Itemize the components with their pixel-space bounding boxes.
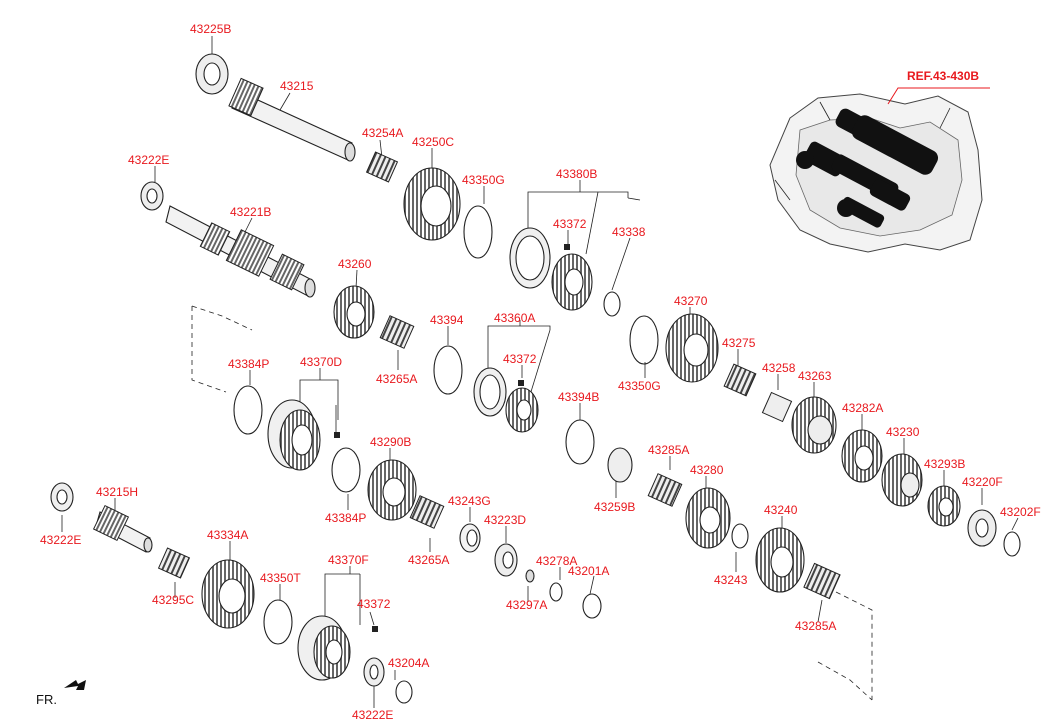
main-input-shaft — [228, 77, 356, 162]
gear-43230 — [881, 453, 923, 507]
part-label: 43202F — [1000, 505, 1041, 519]
front-direction-arrow-icon — [64, 680, 86, 690]
leader-lines — [61, 36, 1019, 708]
gear-43293b — [927, 485, 961, 527]
transmission-housing-reference — [769, 87, 990, 253]
part-label: 43270 — [674, 294, 708, 308]
part-label: 43384P — [325, 511, 366, 525]
part-label: 43285A — [795, 619, 836, 633]
part-label: 43290B — [370, 435, 411, 449]
thrust-washer-43259b — [607, 447, 633, 483]
part-label: 43293B — [924, 457, 965, 471]
part-label: 43215 — [280, 79, 314, 93]
part-label: 43372 — [357, 597, 391, 611]
key-pieces-43372 — [334, 244, 570, 632]
gear-43280 — [685, 487, 731, 549]
rings — [233, 205, 1021, 704]
part-label: 43282A — [842, 401, 883, 415]
part-label: 43380B — [556, 167, 597, 181]
part-label: 43394B — [558, 390, 599, 404]
bearing-43220f — [967, 509, 997, 547]
part-label: 43265A — [376, 372, 417, 386]
part-label: 43295C — [152, 593, 194, 607]
part-label: 43372 — [503, 352, 537, 366]
part-label: 43225B — [190, 22, 231, 36]
needle-bearing-43295c — [157, 547, 191, 579]
part-label: 43222E — [40, 533, 81, 547]
part-label: 43285A — [648, 443, 689, 457]
part-label: 43221B — [230, 205, 271, 219]
part-label: 43275 — [722, 336, 756, 350]
part-labels: 43225B 43215 43254A 43250C 43222E 43350G… — [40, 22, 1041, 722]
needle-bearing-43254a — [365, 151, 399, 183]
gear-43240 — [755, 527, 805, 593]
output-shaft — [165, 205, 316, 298]
part-label: 43222E — [352, 708, 393, 722]
part-label: 43372 — [553, 217, 587, 231]
needle-bearing-43285a-bottom — [803, 562, 841, 600]
part-label: 43260 — [338, 257, 372, 271]
gear-43270 — [665, 313, 719, 383]
part-label: 43278A — [536, 554, 577, 568]
part-label: 43370F — [328, 553, 369, 567]
gear-43282a — [841, 429, 883, 483]
part-label: 43243 — [714, 573, 748, 587]
snap-ring-43297a — [525, 569, 535, 583]
part-label: 43370D — [300, 355, 342, 369]
part-label: 43360A — [494, 311, 535, 325]
synchro-43360a — [473, 367, 539, 433]
part-label: 43201A — [568, 564, 609, 578]
bearing-43222e-top — [140, 181, 164, 211]
reverse-idler-shaft — [92, 504, 153, 553]
part-label: 43223D — [484, 513, 526, 527]
needle-bearing-43275 — [723, 363, 757, 397]
bearing-race-43223d — [494, 543, 518, 577]
part-label: 43350T — [260, 571, 301, 585]
part-label: 43230 — [886, 425, 920, 439]
part-label: 43254A — [362, 126, 403, 140]
fr-label: FR. — [36, 692, 57, 707]
part-label: 43240 — [764, 503, 798, 517]
part-label: 43220F — [962, 475, 1003, 489]
part-label: 43280 — [690, 463, 724, 477]
bearing-43222e-bottom — [363, 657, 385, 687]
part-label: 43384P — [228, 357, 269, 371]
part-label: 43350G — [462, 173, 505, 187]
needle-bearing-43285a-top — [647, 473, 683, 507]
needle-bearing-43265a-mid — [409, 495, 445, 529]
part-label: 43297A — [506, 598, 547, 612]
part-label: 43215H — [96, 485, 138, 499]
part-label: 43350G — [618, 379, 661, 393]
synchro-43370f — [297, 615, 351, 681]
needle-bearing-43265a-top — [379, 315, 415, 349]
part-label: 43258 — [762, 361, 796, 375]
part-label: 43263 — [798, 369, 832, 383]
ref-label: REF.43-430B — [907, 69, 979, 83]
gear-43250c — [403, 167, 461, 241]
synchro-43380b — [509, 227, 593, 311]
gear-43260 — [333, 285, 375, 339]
bearing-43225b — [195, 53, 229, 95]
gear-43290b — [367, 459, 417, 521]
spacer-43243g — [459, 523, 481, 553]
bearing-43222e-left — [50, 482, 74, 512]
synchro-43370d — [267, 399, 321, 471]
part-label: 43334A — [207, 528, 248, 542]
part-label: 43243G — [448, 494, 491, 508]
part-label: 43204A — [388, 656, 429, 670]
dashed-axis-lines — [191, 305, 873, 701]
part-label: 43259B — [594, 500, 635, 514]
gear-43263 — [791, 396, 837, 454]
sleeve-43258 — [761, 391, 793, 423]
part-label: 43394 — [430, 313, 464, 327]
part-label: 43338 — [612, 225, 646, 239]
part-label: 43222E — [128, 153, 169, 167]
part-label: 43265A — [408, 553, 449, 567]
part-label: 43250C — [412, 135, 454, 149]
gear-43334a — [201, 559, 255, 629]
